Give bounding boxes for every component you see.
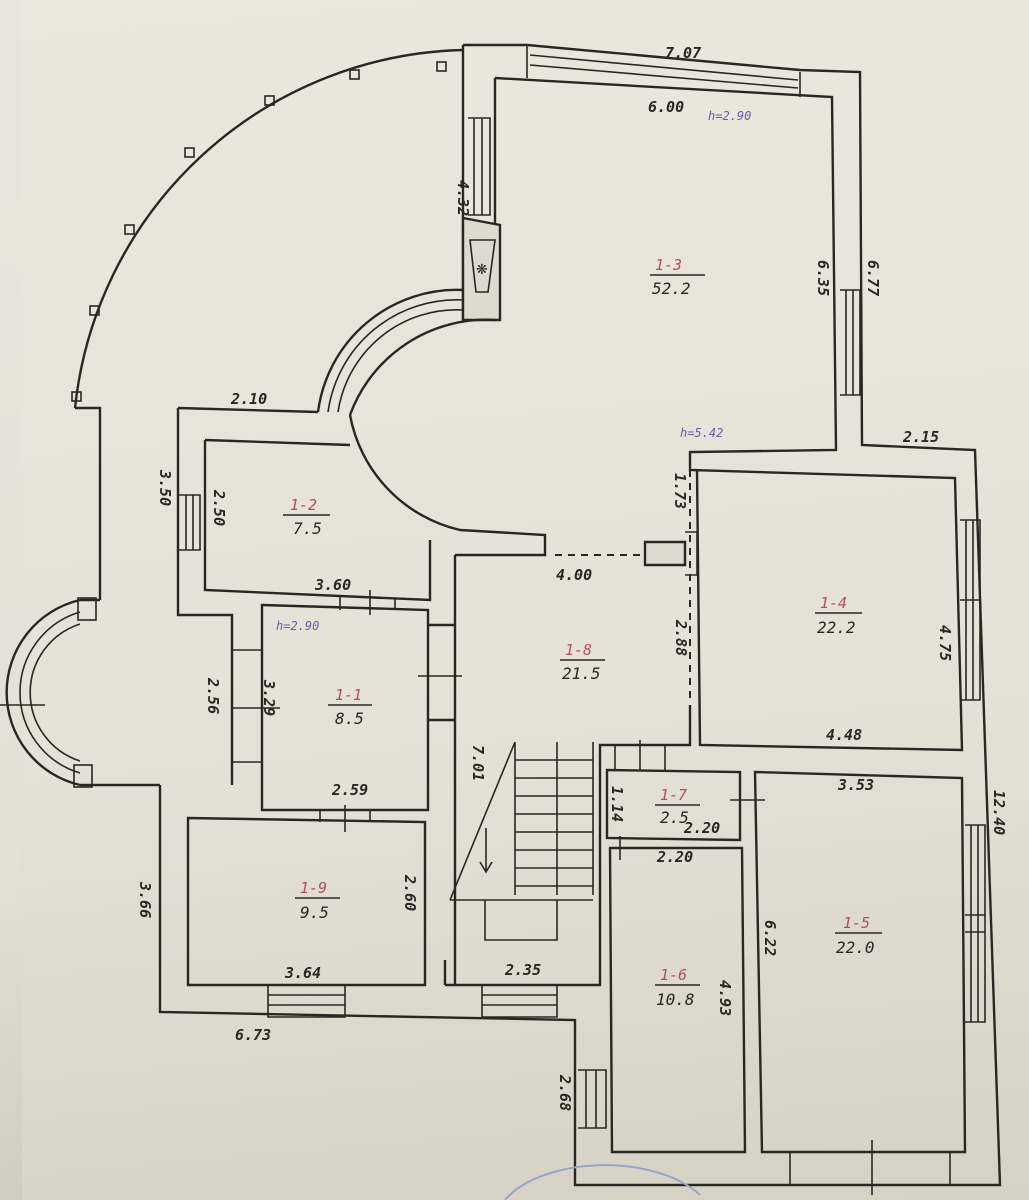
interior-walls — [176, 289, 986, 1195]
dimension-label: 2.20 — [656, 848, 693, 866]
ceiling-height: h=2.90 — [708, 109, 751, 123]
dimension-label: 6.35 — [814, 260, 832, 296]
dimension-label: 2.88 — [672, 619, 690, 656]
room-area: 22.0 — [836, 938, 875, 957]
room-id: 1-9 — [300, 879, 327, 897]
dimension-label: 2.56 — [204, 677, 222, 714]
dimension-label: 3.53 — [837, 776, 874, 794]
dimension-label: 6.73 — [235, 1026, 271, 1044]
dimension-label: 6.00 — [648, 98, 684, 116]
svg-text:❋: ❋ — [476, 262, 488, 278]
room-id: 1-8 — [565, 641, 592, 659]
room-1-6: 1-6 10.8 — [655, 966, 700, 1009]
ceiling-height: h=5.42 — [680, 426, 723, 440]
dimension-label: 7.01 — [469, 745, 487, 781]
dimension-label: 2.68 — [556, 1074, 574, 1111]
room-id: 1-5 — [843, 914, 870, 932]
room-1-1: 1-18.5 — [328, 686, 372, 728]
room-id: 1-1 — [335, 686, 362, 704]
dimension-label: 4.75 — [936, 625, 954, 661]
dimension-label: 4.32 — [454, 180, 472, 216]
room-id: 1-2 — [290, 496, 317, 514]
room-1-4: 1-4 22.2 — [815, 594, 862, 637]
dimension-label: 12.40 — [990, 790, 1008, 835]
room-1-5: 1-5 22.0 — [835, 914, 882, 957]
dimension-label: 3.66 — [136, 881, 154, 918]
dimension-label: 3.50 — [156, 469, 174, 506]
dimension-label: 6.77 — [864, 260, 882, 296]
room-area: 21.5 — [562, 664, 601, 683]
ceiling-height: h=2.90 — [276, 619, 319, 633]
arc-columns — [71, 61, 447, 402]
room-1-3: 1-3 52.2 — [650, 256, 705, 298]
dimension-label: 1.14 — [608, 786, 626, 822]
dimension-label: 2.50 — [210, 489, 228, 526]
room-id: 1-6 — [660, 966, 687, 984]
staircase — [449, 741, 594, 941]
exterior-walls: ❋ — [0, 43, 1002, 1187]
room-area: 10.8 — [656, 990, 695, 1009]
room-1-7: 1-72.5 — [655, 786, 700, 827]
room-area: 52.2 — [652, 279, 691, 298]
dimension-label: 4.93 — [716, 980, 734, 1016]
dimension-label: 2.60 — [401, 874, 419, 911]
dimension-label: 2.35 — [504, 961, 541, 979]
dimension-labels: 7.07 6.00 4.32 6.35 6.77 2.15 1.73 4.00 … — [136, 44, 1008, 1111]
dimension-label: 3.60 — [314, 576, 351, 594]
dimension-label: 1.73 — [671, 473, 689, 509]
room-1-2: 1-27.5 — [283, 496, 330, 538]
room-id: 1-4 — [820, 594, 847, 612]
room-area: 7.5 — [293, 519, 322, 538]
room-1-8: 1-8 21.5 — [560, 641, 605, 683]
room-area: 8.5 — [335, 709, 364, 728]
dimension-label: 4.48 — [826, 726, 862, 744]
dimension-label: 4.00 — [556, 566, 592, 584]
dimension-label: 2.10 — [230, 390, 267, 408]
room-area: 9.5 — [300, 903, 329, 922]
dimension-label: 3.64 — [284, 964, 321, 982]
dimension-label: 2.20 — [683, 819, 720, 837]
room-1-9: 1-99.5 — [295, 879, 340, 922]
room-area: 2.5 — [660, 808, 689, 827]
dimension-label: 6.22 — [761, 920, 779, 956]
stamp — [504, 1164, 701, 1200]
dimension-label: 2.59 — [331, 781, 368, 799]
room-id: 1-3 — [655, 256, 682, 274]
room-id: 1-7 — [660, 786, 687, 804]
dimension-label: 7.07 — [665, 44, 701, 62]
room-area: 22.2 — [817, 618, 856, 637]
fireplace — [461, 216, 502, 322]
room-labels: 1-352.2 1-27.5 1-18.5 1-821.5 1-422.2 1-… — [283, 256, 882, 1009]
dimension-label: 3.29 — [260, 679, 278, 716]
dimension-label: 2.15 — [902, 428, 939, 446]
